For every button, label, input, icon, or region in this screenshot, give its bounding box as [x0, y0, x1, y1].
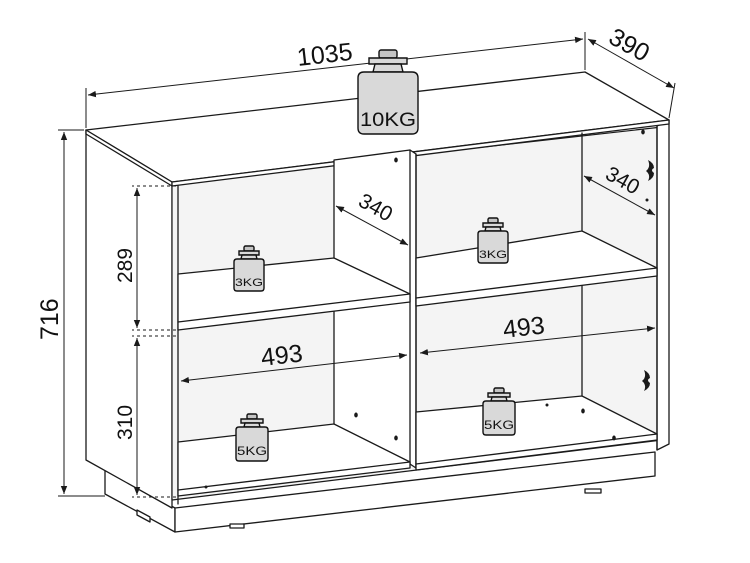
- cabinet: [85, 71, 670, 533]
- depth-label: 390: [604, 23, 654, 68]
- plinth-long: [174, 451, 656, 533]
- top-right-edge: [171, 119, 670, 187]
- weight-icon-lower-left: 5KG: [235, 413, 269, 462]
- weight-icon-top: 10KG: [357, 49, 419, 135]
- bottom-compartment-height-label: 310: [114, 405, 137, 440]
- top-compartment-height-label: 289: [114, 248, 137, 283]
- upper-right-weight-label: 3KG: [479, 249, 507, 261]
- weight-icon-upper-left: 3KG: [233, 245, 265, 292]
- left-side-panel: [85, 129, 173, 509]
- lower-left-weight-label: 5KG: [237, 444, 267, 458]
- dimension-lines: [58, 32, 676, 498]
- hinge-icon: [642, 160, 654, 391]
- plinth-foot-left: [136, 509, 151, 523]
- width-label: 1035: [296, 38, 354, 72]
- upper-left-weight-label: 3KG: [235, 277, 263, 289]
- foot-right: [584, 488, 602, 494]
- height-label: 716: [36, 298, 64, 340]
- right-side-panel: [656, 119, 670, 451]
- top-weight-label: 10KG: [360, 110, 416, 131]
- weight-icon-lower-right: 5KG: [482, 387, 516, 436]
- foot-front: [229, 523, 245, 529]
- right-compartment-width-label: 493: [502, 311, 547, 344]
- left-compartment-width-label: 493: [260, 339, 305, 372]
- lower-right-weight-label: 5KG: [484, 418, 514, 432]
- weight-icon-upper-right: 3KG: [477, 217, 509, 264]
